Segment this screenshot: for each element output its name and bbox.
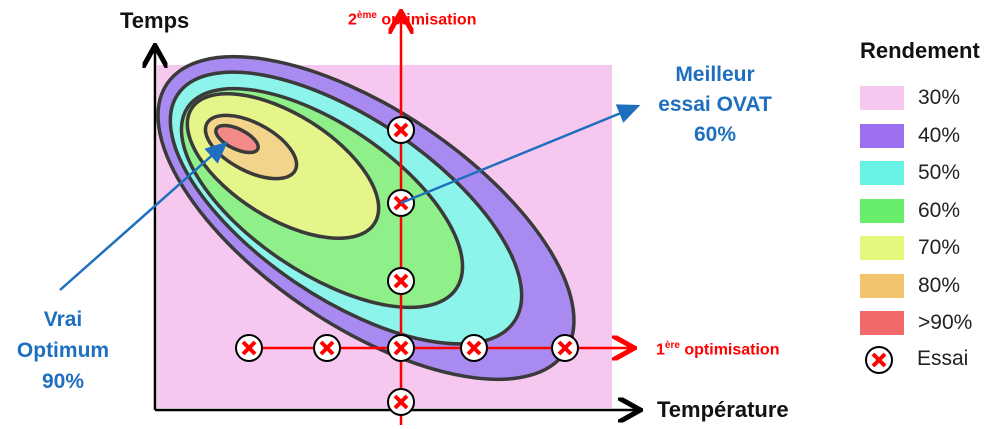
- true-optimum-arrow: [59, 141, 228, 291]
- best-ovat-line1: Meilleur: [675, 63, 755, 86]
- legend-label: 80%: [918, 273, 961, 297]
- x-axis-label: Température: [657, 397, 789, 422]
- legend-item: 60%: [860, 198, 961, 223]
- legend-label: 40%: [918, 123, 961, 147]
- trial-marker: [387, 116, 415, 144]
- legend-swatch: [860, 198, 904, 223]
- legend-swatch: [860, 311, 904, 335]
- legend-title: Rendement: [860, 38, 980, 63]
- trial-marker: [460, 334, 488, 362]
- legend-swatch: [860, 236, 904, 260]
- legend-item: 70%: [860, 236, 960, 260]
- best-ovat-line3: 60%: [693, 123, 737, 146]
- trial-marker: [387, 388, 415, 416]
- contour-90: [214, 123, 260, 155]
- true-optimum-annotation: Vrai Optimum 90%: [8, 304, 118, 397]
- legend-item: >90%: [860, 311, 972, 335]
- second-sup: ème: [356, 10, 377, 21]
- trial-marker: [387, 267, 415, 295]
- best-ovat-annotation: Meilleur essai OVAT 60%: [640, 60, 790, 150]
- best-ovat-arrow: [400, 104, 641, 205]
- second-optimisation-label: 2ème optimisation: [348, 10, 476, 29]
- trial-marker: [387, 334, 415, 362]
- legend-item: 30%: [860, 86, 960, 110]
- legend-trial-icon: [865, 346, 893, 374]
- legend-item: 80%: [860, 273, 961, 298]
- trial-marker: [313, 334, 341, 362]
- first-rest: optimisation: [679, 341, 780, 359]
- first-optimisation-label: 1ère optimisation: [656, 340, 779, 359]
- legend-swatch: [860, 123, 904, 148]
- true-opt-line2: Optimum: [16, 339, 110, 362]
- legend-label: 60%: [918, 198, 961, 222]
- trial-marker: [235, 334, 263, 362]
- legend-swatch: [860, 161, 904, 185]
- legend-label: >90%: [918, 311, 973, 334]
- first-num: 1: [656, 341, 665, 359]
- true-opt-line1: Vrai: [43, 308, 83, 331]
- true-opt-line3: 90%: [41, 370, 85, 393]
- trial-marker: [551, 334, 579, 362]
- best-ovat-line2: essai OVAT: [658, 93, 772, 116]
- legend-label: 70%: [918, 236, 961, 259]
- legend-swatch: [860, 86, 904, 110]
- legend-swatch: [860, 273, 904, 298]
- legend-label: 30%: [918, 86, 961, 109]
- y-axis-label: Temps: [120, 8, 190, 33]
- legend-label: 50%: [918, 161, 961, 184]
- legend-trial-label: Essai: [917, 347, 969, 370]
- legend-item: 40%: [860, 123, 961, 148]
- first-sup: ère: [664, 340, 680, 351]
- second-rest: optimisation: [376, 11, 477, 29]
- legend-item: 50%: [860, 161, 960, 185]
- second-num: 2: [348, 11, 357, 29]
